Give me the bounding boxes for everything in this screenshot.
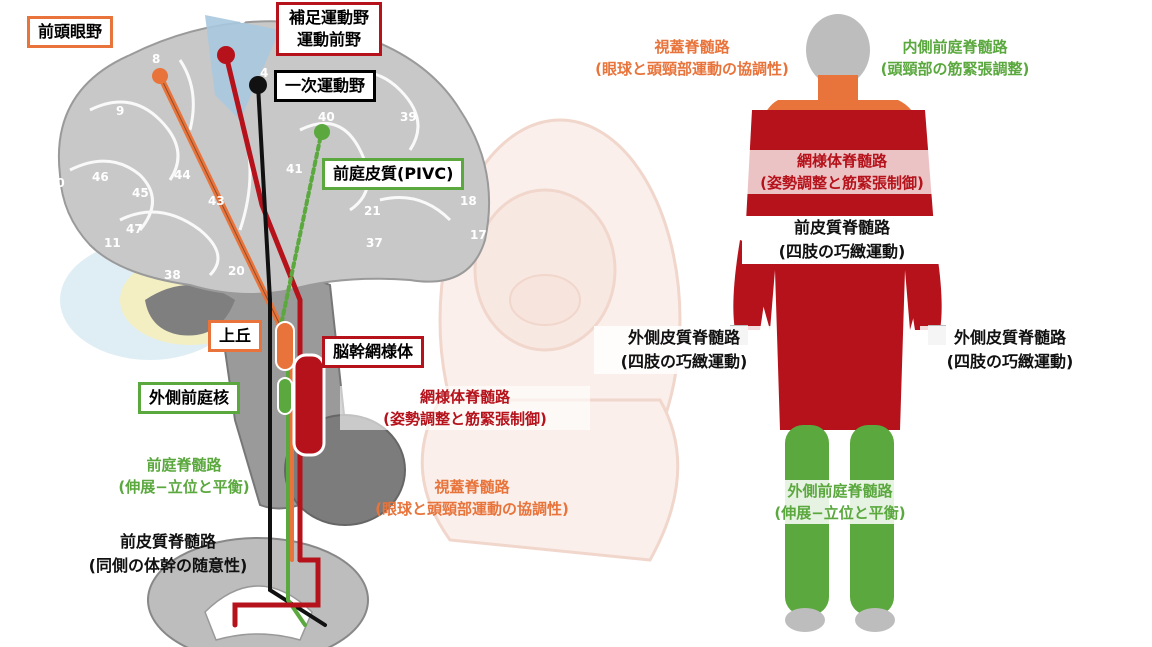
left-tectospinal-title: 視蓋脊髄路 (434, 478, 510, 496)
brodmann-21: 21 (364, 204, 381, 218)
brodmann-46: 46 (92, 170, 109, 184)
right-anterior-corticospinal-desc: (四肢の巧緻運動) (778, 242, 906, 261)
brodmann-39: 39 (400, 110, 417, 124)
left-vestibulospinal-desc: (伸展−立位と平衡) (118, 478, 250, 496)
left-anterior-corticospinal-title: 前皮質脊髄路 (119, 532, 216, 551)
right-reticulospinal-desc: (姿勢調整と筋緊張制御) (760, 174, 924, 192)
brodmann-40: 40 (318, 110, 335, 124)
superior-colliculus-box: 上丘 (208, 320, 263, 352)
premotor-label: 運動前野 (297, 30, 362, 49)
brodmann-4: 4 (260, 66, 269, 80)
supplementary-motor-label: 補足運動野 (289, 8, 370, 27)
left-tectospinal-desc: (眼球と頭頸部運動の協調性) (375, 500, 569, 518)
primary-motor-box: 一次運動野 (274, 70, 377, 102)
left-anterior-corticospinal-label: 前皮質脊髄路 (同側の体幹の随意性) (58, 530, 278, 578)
right-lateral-vestibulospinal-label: 外側前庭脊髄路 (伸展−立位と平衡) (740, 480, 940, 524)
right-tectospinal-label: 視蓋脊髄路 (眼球と頭頸部運動の協調性) (552, 36, 832, 80)
brodmann-37: 37 (366, 236, 383, 250)
brodmann-6: 6 (238, 12, 247, 26)
brodmann-11: 11 (104, 236, 121, 250)
right-lateral-vestibulospinal-title: 外側前庭脊髄路 (787, 482, 893, 500)
left-reticulospinal-desc: (姿勢調整と筋緊張制御) (383, 410, 547, 428)
right-reticulospinal-label: 網様体脊髄路 (姿勢調整と筋緊張制御) (722, 150, 962, 194)
cortex-nodes (152, 46, 330, 140)
brodmann-9: 9 (116, 104, 125, 118)
right-medial-vestibulospinal-label: 内側前庭脊髄路 (頭頸部の筋緊張調整) (840, 36, 1070, 80)
brodmann-20: 20 (228, 264, 245, 278)
left-reticulospinal-title: 網様体脊髄路 (419, 388, 510, 406)
body-figure (730, 14, 946, 632)
brodmann-47: 47 (126, 222, 143, 236)
right-lateral-corticospinal-left-desc: (四肢の巧緻運動) (620, 352, 748, 371)
right-lateral-vestibulospinal-desc: (伸展−立位と平衡) (774, 504, 906, 522)
supplementary-motor-box: 補足運動野 運動前野 (276, 2, 383, 56)
right-anterior-corticospinal-label: 前皮質脊髄路 (四肢の巧緻運動) (742, 216, 942, 264)
brodmann-18: 18 (460, 194, 477, 208)
right-anterior-corticospinal-title: 前皮質脊髄路 (793, 218, 890, 237)
cerebrum (57, 15, 491, 295)
left-anterior-corticospinal-desc: (同側の体幹の随意性) (88, 556, 248, 575)
left-vestibulospinal-title: 前庭脊髄路 (146, 456, 222, 474)
lateral-vestibular-nucleus-box: 外側前庭核 (138, 382, 241, 414)
right-reticulospinal-title: 網様体脊髄路 (796, 152, 887, 170)
left-vestibulospinal-label: 前庭脊髄路 (伸展−立位と平衡) (84, 454, 284, 498)
right-lateral-corticospinal-left-label: 外側皮質脊髄路 (四肢の巧緻運動) (594, 326, 774, 374)
brodmann-45: 45 (132, 186, 149, 200)
right-tectospinal-title: 視蓋脊髄路 (654, 38, 730, 56)
brodmann-44: 44 (174, 168, 191, 182)
right-lateral-corticospinal-right-desc: (四肢の巧緻運動) (946, 352, 1074, 371)
brodmann-41: 41 (286, 162, 303, 176)
brodmann-8: 8 (152, 52, 161, 66)
left-reticulospinal-label: 網様体脊髄路 (姿勢調整と筋緊張制御) (340, 386, 590, 430)
spinal-cord-section (147, 537, 369, 647)
right-lateral-corticospinal-left-title: 外側皮質脊髄路 (627, 328, 740, 347)
vestibular-cortex-box: 前庭皮質(PIVC) (322, 158, 465, 190)
right-tectospinal-desc: (眼球と頭頸部運動の協調性) (595, 60, 789, 78)
left-tectospinal-label: 視蓋脊髄路 (眼球と頭頸部運動の協調性) (332, 476, 612, 520)
brodmann-38: 38 (164, 268, 181, 282)
brodmann-10: 10 (48, 176, 65, 190)
brodmann-43: 43 (208, 194, 225, 208)
right-lateral-corticospinal-right-title: 外側皮質脊髄路 (953, 328, 1066, 347)
right-medial-vestibulospinal-title: 内側前庭脊髄路 (902, 38, 1008, 56)
frontal-eye-field-box: 前頭眼野 (27, 16, 114, 48)
right-medial-vestibulospinal-desc: (頭頸部の筋緊張調整) (880, 60, 1030, 78)
brainstem-reticular-box: 脳幹網様体 (322, 336, 425, 368)
right-lateral-corticospinal-right-label: 外側皮質脊髄路 (四肢の巧緻運動) (920, 326, 1100, 374)
brodmann-17: 17 (470, 228, 487, 242)
nuclei (275, 321, 326, 457)
